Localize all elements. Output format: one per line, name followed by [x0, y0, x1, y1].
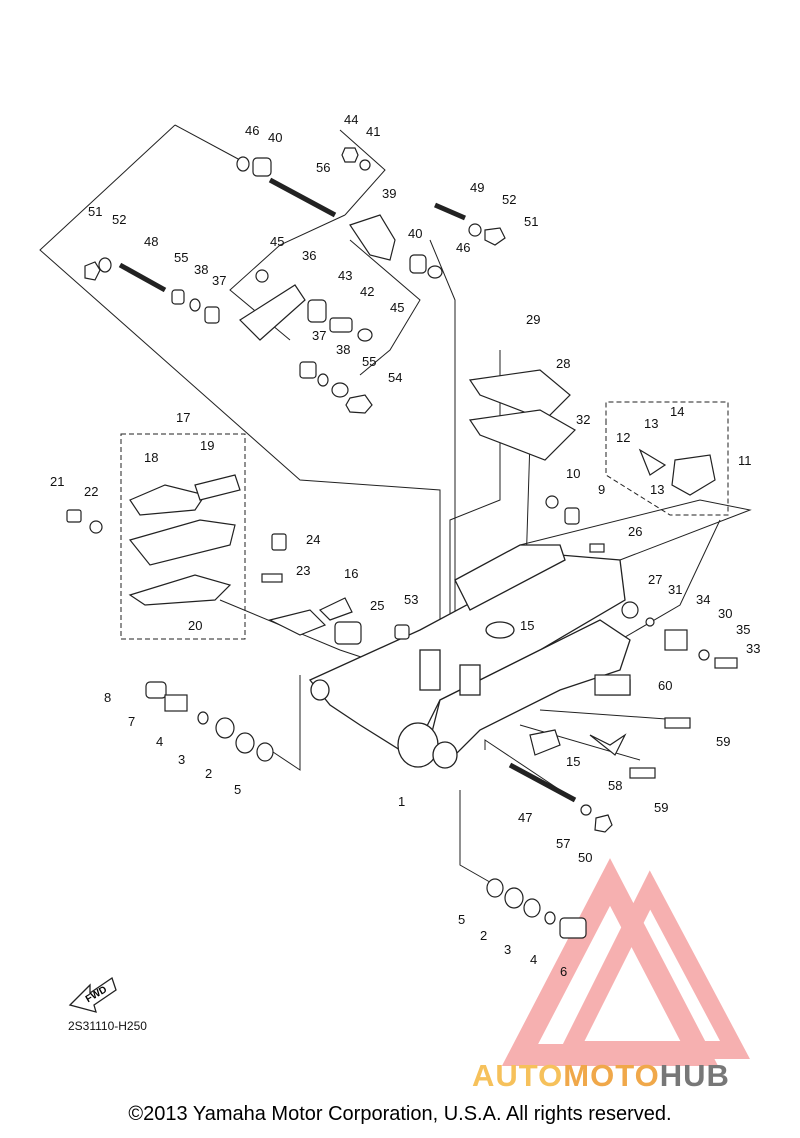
watermark-part3: HUB	[659, 1058, 730, 1093]
callout-18: 18	[144, 450, 158, 465]
callout-26: 26	[628, 524, 642, 539]
callout-13b: 13	[650, 482, 664, 497]
copyright-notice: ©2013 Yamaha Motor Corporation, U.S.A. A…	[128, 1103, 672, 1125]
callout-44: 44	[344, 112, 358, 127]
callout-54: 54	[388, 370, 402, 385]
callout-3b: 3	[504, 942, 511, 957]
callout-42: 42	[360, 284, 374, 299]
callout-51a: 51	[524, 214, 538, 229]
callout-59a: 59	[716, 734, 730, 749]
swingarm-body	[308, 544, 631, 769]
callout-8: 8	[104, 690, 111, 705]
callout-59b: 59	[654, 800, 668, 815]
callout-28: 28	[556, 356, 570, 371]
fwd-arrow-icon: FWD	[68, 976, 117, 1013]
callout-24: 24	[306, 532, 320, 547]
callout-41: 41	[366, 124, 380, 139]
callout-40a: 40	[268, 130, 282, 145]
callout-45b: 45	[390, 300, 404, 315]
callout-7: 7	[128, 714, 135, 729]
callout-3a: 3	[178, 752, 185, 767]
callout-48: 48	[144, 234, 158, 249]
callout-51b: 51	[88, 204, 102, 219]
callout-46b: 46	[456, 240, 470, 255]
callout-38b: 38	[336, 342, 350, 357]
callout-15b: 15	[566, 754, 580, 769]
callout-33: 33	[746, 641, 760, 656]
callout-30: 30	[718, 606, 732, 621]
callout-37b: 37	[312, 328, 326, 343]
callout-53: 53	[404, 592, 418, 607]
callout-37a: 37	[212, 273, 226, 288]
callout-16: 16	[344, 566, 358, 581]
callout-4b: 4	[530, 952, 537, 967]
callout-36: 36	[302, 248, 316, 263]
callout-31: 31	[668, 582, 682, 597]
callout-11: 11	[738, 453, 752, 468]
callout-58: 58	[608, 778, 622, 793]
callout-2b: 2	[480, 928, 487, 943]
callout-52a: 52	[502, 192, 516, 207]
callout-47: 47	[518, 810, 532, 825]
callout-56: 56	[316, 160, 330, 175]
watermark-logo	[501, 858, 750, 1066]
watermark-text: AUTOMOTOHUB	[472, 1058, 730, 1094]
callout-35: 35	[736, 622, 750, 637]
leader-lines	[39, 124, 752, 886]
callout-27: 27	[648, 572, 662, 587]
callout-32: 32	[576, 412, 590, 427]
hardware	[66, 495, 738, 939]
callout-25: 25	[370, 598, 384, 613]
callout-1: 1	[398, 794, 405, 809]
watermark-part2: MOTO	[563, 1058, 660, 1093]
callout-49: 49	[470, 180, 484, 195]
callout-5b: 5	[458, 912, 465, 927]
callout-45a: 45	[270, 234, 284, 249]
callout-6: 6	[560, 964, 567, 979]
callout-50: 50	[578, 850, 592, 865]
callout-14: 14	[670, 404, 684, 419]
callout-17: 17	[176, 410, 190, 425]
callout-34: 34	[696, 592, 710, 607]
callout-13a: 13	[644, 416, 658, 431]
guards-and-brackets	[128, 369, 716, 756]
callout-38a: 38	[194, 262, 208, 277]
callout-12: 12	[616, 430, 630, 445]
callout-52b: 52	[112, 212, 126, 227]
callout-9: 9	[598, 482, 605, 497]
watermark-part1: AUTO	[472, 1058, 564, 1093]
callout-29: 29	[526, 312, 540, 327]
callout-2a: 2	[205, 766, 212, 781]
callout-57: 57	[556, 836, 570, 851]
callout-55a: 55	[174, 250, 188, 265]
callout-22: 22	[84, 484, 98, 499]
linkage-parts	[84, 147, 506, 414]
callout-4a: 4	[156, 734, 163, 749]
callout-21: 21	[50, 474, 64, 489]
callout-46a: 46	[245, 123, 259, 138]
callout-39: 39	[382, 186, 396, 201]
callout-15a: 15	[520, 618, 534, 633]
callout-10: 10	[566, 466, 580, 481]
callout-60: 60	[658, 678, 672, 693]
callout-55b: 55	[362, 354, 376, 369]
callout-43: 43	[338, 268, 352, 283]
callout-19: 19	[200, 438, 214, 453]
drawing-code: 2S31110-H250	[68, 1019, 147, 1033]
callout-20: 20	[188, 618, 202, 633]
callout-5a: 5	[234, 782, 241, 797]
callout-40b: 40	[408, 226, 422, 241]
callout-23: 23	[296, 563, 310, 578]
